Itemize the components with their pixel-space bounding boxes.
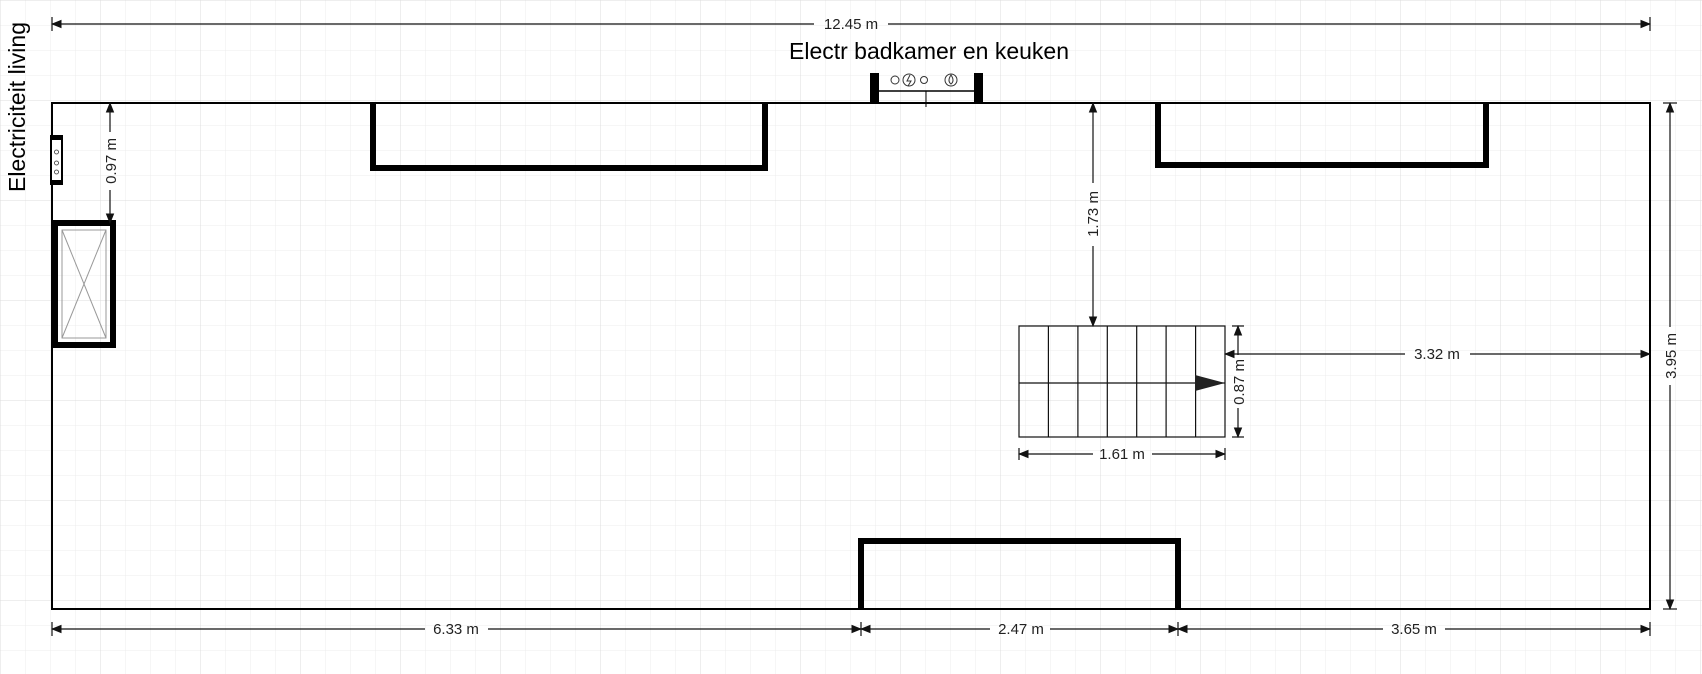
- electrical-panel-top-icon: [870, 73, 983, 107]
- dimension-top-to-stairs: 1.73 m: [1085, 101, 1102, 328]
- dimension-total-width-label: 12.45 m: [824, 16, 878, 33]
- dimension-bottom-left-label: 6.33 m: [433, 621, 479, 638]
- dimension-bottom-right-label: 3.65 m: [1391, 621, 1437, 638]
- top-left-recess: [370, 103, 768, 171]
- dimension-stairs-to-right: 3.32 m: [1223, 346, 1652, 363]
- dimension-stairs-width-label: 1.61 m: [1099, 446, 1145, 463]
- bottom-recess: [858, 538, 1181, 609]
- dimension-top-to-stairs-label: 1.73 m: [1085, 191, 1102, 237]
- dimension-height: 3.95 m: [1663, 101, 1680, 611]
- label-electr-badkamer: Electr badkamer en keuken: [789, 38, 1069, 64]
- window-left: [52, 220, 116, 348]
- dimension-height-label: 3.95 m: [1663, 333, 1680, 379]
- top-right-recess: [1155, 103, 1489, 168]
- stairs: [1018, 325, 1226, 438]
- dimension-left-window-label: 0.97 m: [103, 138, 120, 184]
- electrical-box-left-icon: [50, 135, 63, 185]
- dimension-left-window: 0.97 m: [103, 101, 120, 225]
- dimension-bottom-chain: 6.33 m 2.47 m 3.65 m: [50, 621, 1652, 638]
- dimension-stairs-depth: 0.87 m: [1231, 324, 1248, 439]
- stairs-direction-arrow-icon: [1195, 375, 1225, 391]
- dimension-bottom-middle-label: 2.47 m: [998, 621, 1044, 638]
- dimension-stairs-depth-label: 0.87 m: [1231, 359, 1248, 405]
- dimension-stairs-to-right-label: 3.32 m: [1414, 346, 1460, 363]
- dimension-total-width: 12.45 m: [50, 16, 1652, 33]
- dimension-stairs-width: 1.61 m: [1017, 446, 1227, 463]
- label-electriciteit-living: Electriciteit living: [4, 22, 30, 192]
